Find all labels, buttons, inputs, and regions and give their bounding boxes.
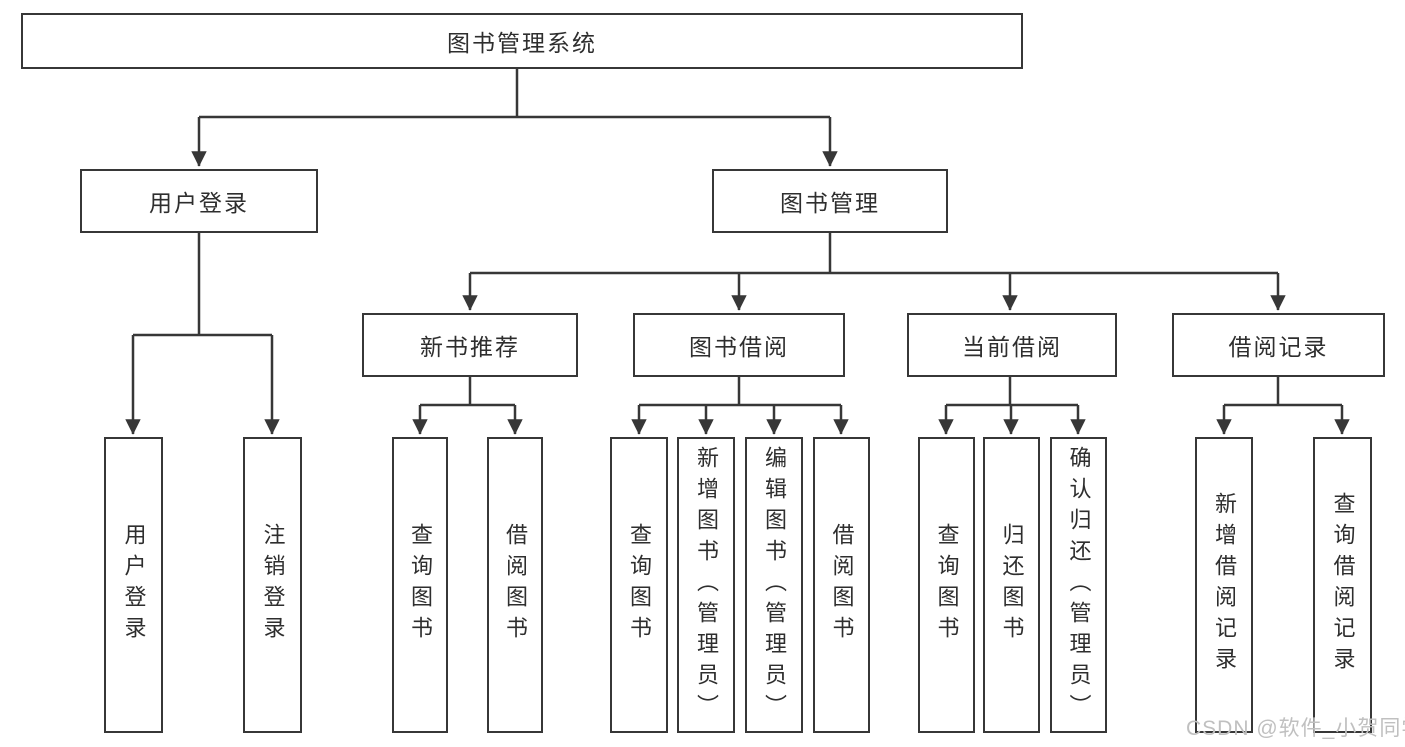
leaf-edit-book-admin: 编辑图书（管理员） bbox=[745, 437, 803, 733]
node-user-login: 用户登录 bbox=[80, 169, 318, 233]
node-new-book-recommend: 新书推荐 bbox=[362, 313, 578, 377]
node-label: 用户登录 bbox=[149, 190, 249, 216]
node-current-borrow: 当前借阅 bbox=[907, 313, 1117, 377]
leaf-query-books-recommend: 查询图书 bbox=[392, 437, 448, 733]
leaf-logout: 注销登录 bbox=[243, 437, 302, 733]
node-label: 归还图书 bbox=[999, 523, 1025, 647]
node-label: 查询图书 bbox=[408, 523, 433, 647]
node-label: 图书借阅 bbox=[689, 334, 789, 360]
node-label: 新增借阅记录 bbox=[1212, 492, 1237, 678]
node-label: 用户登录 bbox=[121, 523, 147, 647]
csdn-watermark: CSDN @软件_小贺同学 bbox=[1186, 717, 1405, 740]
node-label: 新书推荐 bbox=[420, 334, 520, 360]
node-label: 当前借阅 bbox=[962, 334, 1062, 360]
node-label: 查询图书 bbox=[934, 523, 960, 647]
node-label: 图书管理系统 bbox=[447, 30, 597, 56]
node-label: 注销登录 bbox=[260, 523, 286, 647]
node-book-management: 图书管理 bbox=[712, 169, 948, 233]
leaf-query-books-borrow: 查询图书 bbox=[610, 437, 668, 733]
node-label: 确认归还（管理员） bbox=[1066, 445, 1092, 725]
leaf-return-book: 归还图书 bbox=[983, 437, 1040, 733]
node-label: 借阅记录 bbox=[1228, 334, 1329, 360]
leaf-query-borrow-record: 查询借阅记录 bbox=[1313, 437, 1372, 733]
leaf-confirm-return-admin: 确认归还（管理员） bbox=[1050, 437, 1107, 733]
leaf-query-books-current: 查询图书 bbox=[918, 437, 975, 733]
node-label: 借阅图书 bbox=[503, 523, 528, 647]
connector-group bbox=[125, 69, 1350, 435]
node-label: 编辑图书（管理员） bbox=[762, 445, 787, 725]
node-book-borrow: 图书借阅 bbox=[633, 313, 845, 377]
node-label: 新增图书（管理员） bbox=[694, 445, 719, 725]
leaf-borrow-books: 借阅图书 bbox=[813, 437, 870, 733]
leaf-user-login: 用户登录 bbox=[104, 437, 163, 733]
node-library-system: 图书管理系统 bbox=[21, 13, 1023, 69]
node-label: 借阅图书 bbox=[829, 523, 855, 647]
node-label: 查询图书 bbox=[627, 523, 652, 647]
leaf-add-book-admin: 新增图书（管理员） bbox=[677, 437, 735, 733]
node-borrow-records: 借阅记录 bbox=[1172, 313, 1385, 377]
leaf-borrow-books-recommend: 借阅图书 bbox=[487, 437, 543, 733]
node-label: 图书管理 bbox=[780, 190, 880, 216]
node-label: 查询借阅记录 bbox=[1330, 492, 1356, 678]
leaf-add-borrow-record: 新增借阅记录 bbox=[1195, 437, 1253, 733]
